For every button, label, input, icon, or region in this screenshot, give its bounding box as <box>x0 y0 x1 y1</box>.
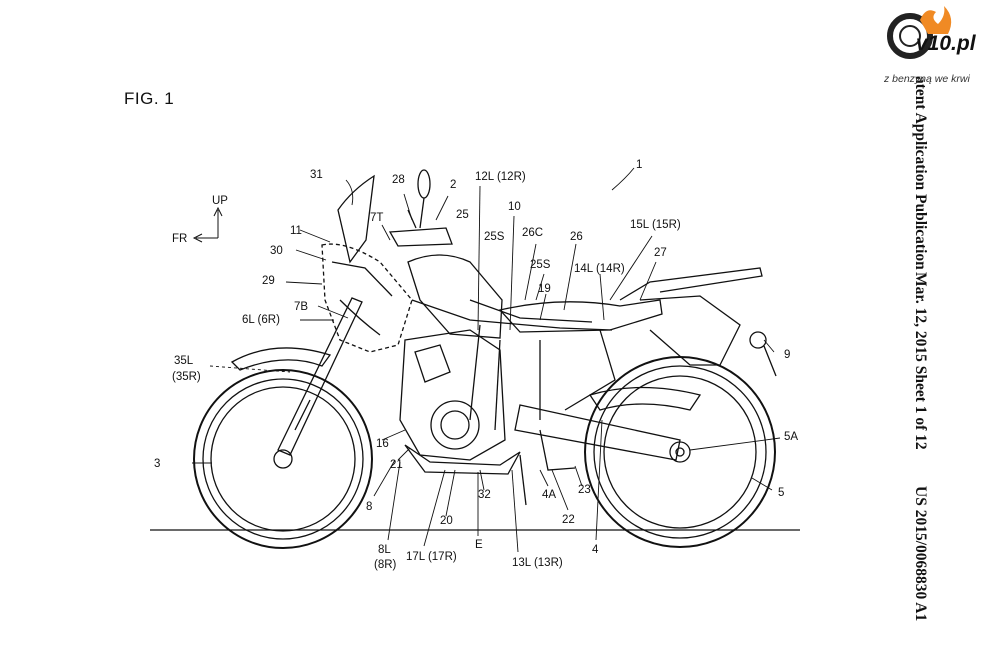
label-31: 31 <box>310 169 323 181</box>
label-8l: 8L <box>378 544 391 556</box>
label-27: 27 <box>654 247 667 259</box>
label-25s-1: 25S <box>484 231 505 243</box>
label-14: 14L (14R) <box>574 263 625 275</box>
label-30: 30 <box>270 245 283 257</box>
label-23: 23 <box>578 484 591 496</box>
leader-lines <box>192 167 781 553</box>
label-12: 12L (12R) <box>475 171 526 183</box>
label-2: 2 <box>450 179 456 191</box>
figure-title: FIG. 1 <box>124 89 175 108</box>
label-10: 10 <box>508 201 521 213</box>
up-label: UP <box>212 195 228 207</box>
label-1: 1 <box>636 159 642 171</box>
label-11: 11 <box>290 225 302 237</box>
v10-logo <box>887 6 952 59</box>
handlebar <box>388 169 453 247</box>
label-25: 25 <box>456 209 469 221</box>
label-26c: 26C <box>522 227 543 239</box>
front-wheel <box>193 369 373 549</box>
label-7t: 7T <box>370 212 383 224</box>
label-5: 5 <box>778 487 784 499</box>
kickstand <box>519 429 576 506</box>
seat <box>498 299 663 333</box>
label-4: 4 <box>592 544 599 556</box>
label-19: 19 <box>538 283 551 295</box>
label-21: 21 <box>390 459 403 471</box>
front-fork <box>277 297 363 456</box>
rear-wheel <box>584 356 776 548</box>
fuel-tank <box>407 254 503 339</box>
skid-plate <box>404 444 521 475</box>
label-35r: (35R) <box>172 371 201 383</box>
label-28: 28 <box>392 174 405 186</box>
front-fender <box>230 347 332 371</box>
label-e: E <box>475 539 483 551</box>
logo-name: v10.pl <box>916 32 976 55</box>
rear-fender <box>588 386 702 411</box>
label-15: 15L (15R) <box>630 219 681 231</box>
label-8r: (8R) <box>374 559 397 571</box>
label-13: 13L (13R) <box>512 557 563 569</box>
label-35l: 35L <box>174 355 194 367</box>
swingarm <box>514 404 681 461</box>
publication-number: US 2015/0068830 A1 <box>912 486 929 622</box>
fr-label: FR <box>172 233 187 245</box>
tire-icon <box>887 13 933 59</box>
publication-label: atent Application Publication <box>912 76 929 270</box>
label-9: 9 <box>784 349 790 361</box>
publication-date: Mar. 12, 2015 Sheet 1 of 12 <box>912 272 929 450</box>
engine <box>399 329 506 461</box>
label-6: 6L (6R) <box>242 314 280 326</box>
label-16: 16 <box>376 438 389 450</box>
label-3: 3 <box>154 458 160 470</box>
label-22: 22 <box>562 514 575 526</box>
main-frame <box>411 299 616 431</box>
label-17: 17L (17R) <box>406 551 457 563</box>
label-32: 32 <box>478 489 491 501</box>
label-29: 29 <box>262 275 275 287</box>
label-20: 20 <box>440 515 453 527</box>
label-7b: 7B <box>294 301 308 313</box>
logo-tagline: z benzyną we krwi <box>884 73 970 85</box>
label-5a: 5A <box>784 431 798 443</box>
orientation-arrows <box>192 206 223 243</box>
label-25s-2: 25S <box>530 259 551 271</box>
label-8: 8 <box>366 501 372 513</box>
fairing <box>321 174 413 353</box>
label-4a: 4A <box>542 489 556 501</box>
tail-section <box>619 267 777 377</box>
flame-icon <box>920 6 952 34</box>
label-26: 26 <box>570 231 583 243</box>
